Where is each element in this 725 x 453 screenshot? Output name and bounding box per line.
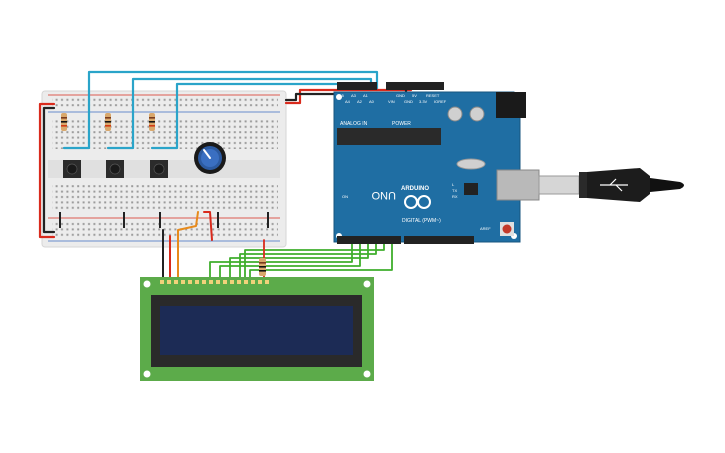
lcd-module[interactable] (140, 277, 374, 381)
pin-a1: A1 (363, 93, 369, 98)
usb-icon (600, 178, 628, 192)
label-power: POWER (392, 121, 411, 127)
wire-red-pot (203, 211, 213, 241)
pin-gnd-2: GND (404, 99, 413, 104)
lcd-pin-header (160, 280, 269, 284)
resistor-1[interactable] (61, 113, 67, 131)
label-digital: DIGITAL (PWM~) (402, 218, 441, 224)
wire-green-4 (239, 237, 377, 287)
arduino-logo-text: ARDUINO (401, 186, 429, 192)
resistor-2[interactable] (105, 113, 111, 131)
label-tx: TX (452, 188, 457, 193)
label-l: L (452, 182, 455, 187)
push-button-1[interactable] (63, 160, 81, 178)
pin-vin: VIN (388, 99, 395, 104)
resistor-3[interactable] (149, 113, 155, 131)
push-button-2[interactable] (106, 160, 124, 178)
pin-gnd-1: GND (396, 93, 405, 98)
arduino-model: UNO (371, 189, 396, 201)
usb-cable[interactable] (538, 168, 684, 202)
label-rx: RX (452, 194, 458, 199)
arduino-uno-board[interactable]: ARDUINO UNO ANALOG IN POWER DIGITAL (PWM… (333, 82, 540, 244)
wire-orange-v0 (177, 211, 199, 287)
wire-red-left (38, 102, 56, 239)
lcd-screen (160, 306, 353, 355)
wire-green-2 (219, 237, 361, 287)
pin-3v3: 3.3V (419, 99, 428, 104)
label-analog-in: ANALOG IN (340, 121, 368, 127)
arduino-logo-icon (404, 195, 431, 209)
wire-blue-1 (62, 70, 379, 150)
wire-black-left (42, 106, 56, 234)
label-aref: AREF (480, 226, 491, 231)
pin-ioref: IOREF (434, 99, 447, 104)
wire-black-gnd (284, 84, 408, 102)
pin-a2: A2 (357, 99, 363, 104)
pin-5v: 5V (412, 93, 417, 98)
push-button-3[interactable] (150, 160, 168, 178)
pin-a0: A0 (369, 99, 375, 104)
resistor-backlight[interactable] (259, 258, 266, 276)
pin-a3: A3 (351, 93, 357, 98)
wire-green-3 (229, 237, 369, 287)
pin-reset: RESET (426, 93, 440, 98)
potentiometer[interactable] (194, 142, 226, 174)
pin-a4: A4 (345, 99, 351, 104)
wires (38, 70, 413, 287)
label-on: ON (342, 194, 348, 199)
pin-a5: A5 (339, 93, 345, 98)
breadboard-jumpers (59, 212, 269, 228)
